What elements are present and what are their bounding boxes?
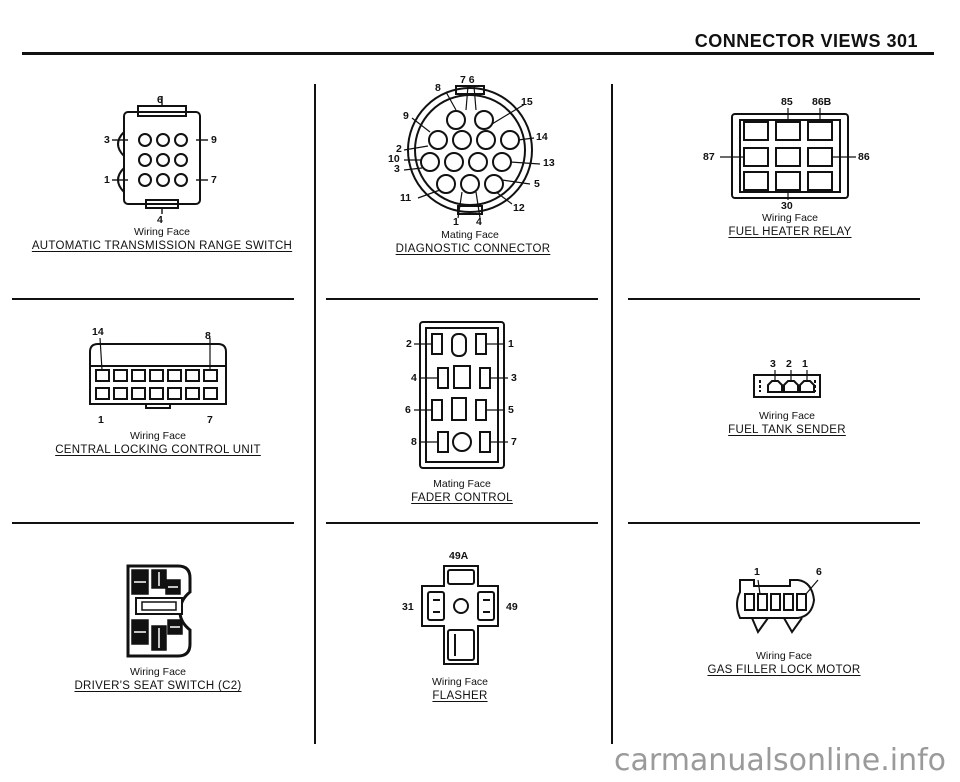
flasher-pin-31: 31 — [402, 601, 414, 613]
diagnostic-pin-8: 8 — [435, 82, 441, 94]
seat-switch-caption: Wiring Face — [129, 666, 186, 678]
diagnostic-pin-7-6: 7 6 — [460, 74, 475, 86]
fader-pin-3: 3 — [511, 372, 517, 384]
diagnostic-pin-1: 1 — [453, 216, 459, 228]
page-title: CONNECTOR VIEWS 301 — [694, 31, 918, 51]
row-divider-1-col1 — [12, 298, 294, 300]
row-divider-2-col1 — [12, 522, 294, 524]
column-divider-left — [314, 84, 316, 744]
fuel-tank-caption: Wiring Face — [758, 410, 815, 422]
site-watermark: carmanualsonline.info — [614, 743, 946, 778]
fader-pin-1: 1 — [508, 338, 514, 350]
gas-filler-pin-1: 1 — [754, 566, 760, 578]
diagnostic-caption: Mating Face — [441, 229, 499, 241]
fader-pin-4: 4 — [411, 372, 417, 384]
fader-caption: Mating Face — [433, 478, 491, 490]
diagnostic-pin-2: 2 — [396, 143, 402, 155]
central-locking-name: CENTRAL LOCKING CONTROL UNIT — [55, 444, 261, 456]
auto-trans-caption: Wiring Face — [133, 226, 190, 238]
central-locking-pin-7: 7 — [207, 414, 213, 426]
diagnostic-pin-13: 13 — [543, 157, 555, 169]
diagnostic-name: DIAGNOSTIC CONNECTOR — [395, 243, 551, 255]
flasher-pin-49a: 49A — [449, 550, 469, 562]
gas-filler-pin-6: 6 — [816, 566, 822, 578]
diagnostic-pin-15: 15 — [521, 96, 533, 108]
diagnostic-pin-9: 9 — [403, 110, 409, 122]
fader-pin-5: 5 — [508, 404, 514, 416]
auto-trans-pin-6: 6 — [157, 94, 163, 106]
diagnostic-pin-4: 4 — [476, 216, 482, 228]
auto-trans-pin-3: 3 — [104, 134, 110, 146]
central-locking-pin-14: 14 — [92, 326, 104, 338]
diagnostic-pin-5: 5 — [534, 178, 540, 190]
fader-pin-6: 6 — [405, 404, 411, 416]
fuel-heater-pin-85: 85 — [781, 96, 793, 108]
fuel-heater-pin-86: 86 — [858, 151, 870, 163]
central-locking-pin-8: 8 — [205, 330, 211, 342]
fuel-heater-pin-87: 87 — [703, 151, 715, 163]
fuel-tank-pin-3: 3 — [770, 358, 776, 370]
fader-name: FADER CONTROL — [411, 492, 513, 504]
fader-pin-7: 7 — [511, 436, 517, 448]
row-divider-2-col2 — [326, 522, 598, 524]
gas-filler-caption: Wiring Face — [755, 650, 812, 662]
row-divider-1-col2 — [326, 298, 598, 300]
flasher-caption: Wiring Face — [431, 676, 488, 688]
auto-trans-pin-4: 4 — [157, 214, 163, 226]
diagnostic-pin-11: 11 — [400, 192, 412, 204]
auto-trans-pin-9: 9 — [211, 134, 217, 146]
flasher-pin-49: 49 — [506, 601, 518, 613]
fuel-tank-pin-2: 2 — [786, 358, 792, 370]
row-divider-2-col3 — [628, 522, 920, 524]
row-divider-1-col3 — [628, 298, 920, 300]
gas-filler-name: GAS FILLER LOCK MOTOR — [707, 664, 861, 676]
auto-trans-pin-7: 7 — [211, 174, 217, 186]
fuel-heater-pin-30: 30 — [781, 200, 793, 212]
column-divider-right — [611, 84, 613, 744]
fuel-heater-pin-86b: 86B — [812, 96, 832, 108]
auto-trans-pin-1: 1 — [104, 174, 110, 186]
fuel-heater-name: FUEL HEATER RELAY — [728, 226, 852, 238]
fuel-tank-pin-1: 1 — [802, 358, 808, 370]
diagnostic-pin-10: 10 — [388, 153, 400, 165]
auto-trans-name: AUTOMATIC TRANSMISSION RANGE SWITCH — [31, 240, 293, 252]
diagnostic-pin-3: 3 — [394, 163, 400, 175]
header-rule — [22, 52, 934, 55]
central-locking-caption: Wiring Face — [129, 430, 186, 442]
fuel-heater-caption: Wiring Face — [761, 212, 818, 224]
fader-pin-8: 8 — [411, 436, 417, 448]
diagnostic-pin-14: 14 — [536, 131, 548, 143]
seat-switch-name: DRIVER'S SEAT SWITCH (C2) — [74, 680, 242, 692]
fader-pin-2: 2 — [406, 338, 412, 350]
fuel-tank-name: FUEL TANK SENDER — [728, 424, 846, 436]
flasher-name: FLASHER — [432, 690, 488, 702]
diagnostic-pin-12: 12 — [513, 202, 525, 214]
central-locking-pin-1: 1 — [98, 414, 104, 426]
